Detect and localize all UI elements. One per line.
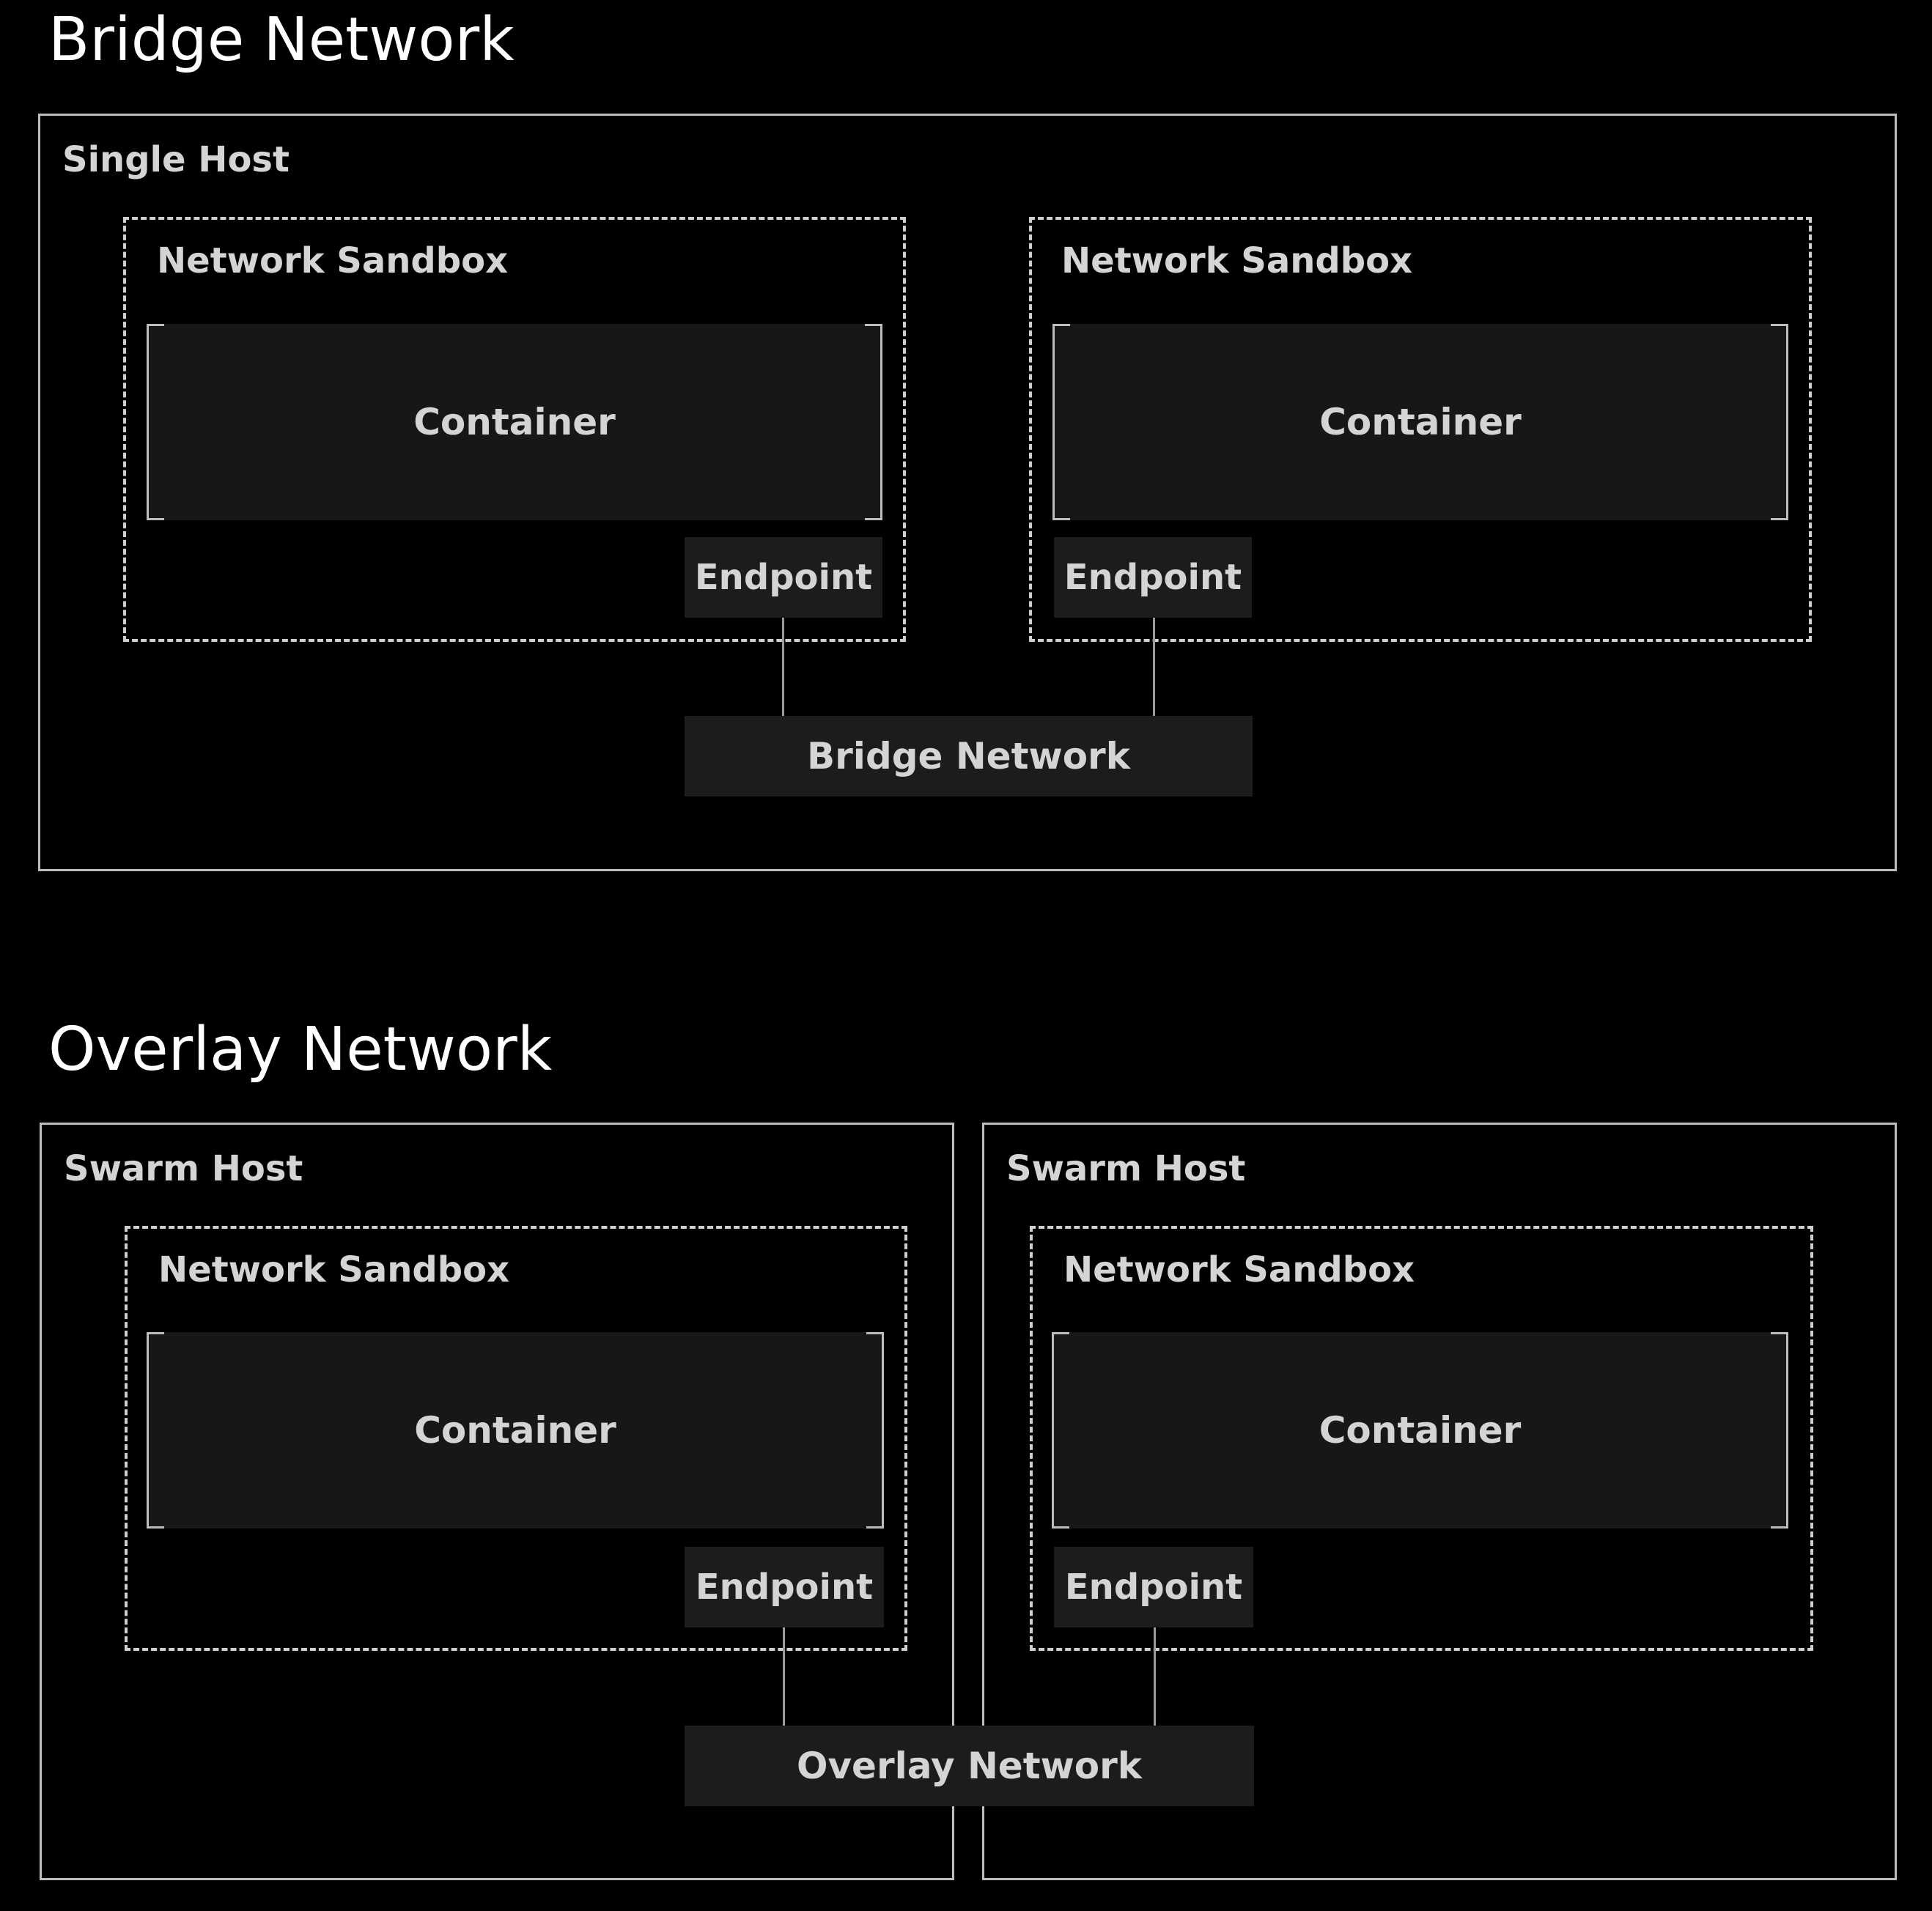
- connector-line: [783, 1627, 785, 1726]
- network-sandbox-4: Network Sandbox: [1030, 1226, 1813, 1651]
- container-label: Container: [413, 401, 616, 443]
- endpoint-3: Endpoint: [685, 1547, 884, 1627]
- network-sandbox-2: Network Sandbox: [1029, 217, 1812, 642]
- bridge-network-bar: Bridge Network: [685, 716, 1253, 796]
- connector-line: [1153, 618, 1155, 716]
- overlay-section-title: Overlay Network: [48, 1015, 553, 1084]
- endpoint-4: Endpoint: [1054, 1547, 1253, 1627]
- connector-line: [782, 618, 784, 716]
- container-1: Container: [147, 324, 882, 520]
- network-sandbox-3: Network Sandbox: [125, 1226, 907, 1651]
- endpoint-2: Endpoint: [1054, 537, 1252, 618]
- container-4: Container: [1052, 1332, 1788, 1529]
- endpoint-1: Endpoint: [685, 537, 882, 618]
- bridge-section-title: Bridge Network: [48, 5, 515, 75]
- container-label: Container: [1319, 1409, 1522, 1452]
- host-label: Swarm Host: [1006, 1148, 1246, 1189]
- network-sandbox-1: Network Sandbox: [123, 217, 906, 642]
- sandbox-label: Network Sandbox: [158, 1249, 510, 1290]
- sandbox-label: Network Sandbox: [1061, 240, 1413, 281]
- container-2: Container: [1052, 324, 1788, 520]
- connector-line: [1154, 1627, 1156, 1726]
- sandbox-label: Network Sandbox: [157, 240, 509, 281]
- container-label: Container: [414, 1409, 616, 1452]
- container-3: Container: [147, 1332, 884, 1529]
- host-label: Swarm Host: [64, 1148, 303, 1189]
- container-label: Container: [1319, 401, 1522, 443]
- host-label: Single Host: [62, 139, 290, 180]
- sandbox-label: Network Sandbox: [1063, 1249, 1415, 1290]
- overlay-network-bar: Overlay Network: [685, 1726, 1254, 1806]
